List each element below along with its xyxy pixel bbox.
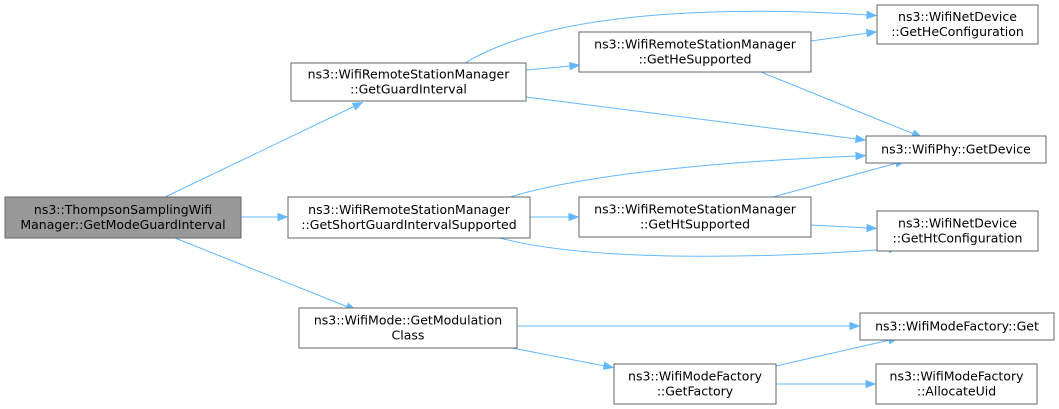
edge-getHtSupported-to-getDevice <box>772 159 907 198</box>
node-label-line: ::GetShortGuardIntervalSupported <box>301 217 516 232</box>
edge-root-to-getGuardInterval <box>164 101 364 198</box>
node-factoryGet[interactable]: ns3::WifiModeFactory::Get <box>859 312 1055 341</box>
edge-getModClass-to-getFactory <box>511 347 615 370</box>
edge-getHeSupported-to-getHeConfig <box>810 29 878 42</box>
node-label-line: ns3::WifiRemoteStationManager <box>594 37 797 52</box>
node-label-line: ns3::WifiRemoteStationManager <box>308 67 511 82</box>
edge-line <box>174 237 349 308</box>
edge-arrowhead <box>568 212 580 222</box>
node-getDevice[interactable]: ns3::WifiPhy::GetDevice <box>865 135 1047 164</box>
node-getHtConfig[interactable]: ns3::WifiNetDevice::GetHtConfiguration <box>876 210 1039 252</box>
node-getHeSupported[interactable]: ns3::WifiRemoteStationManager::GetHeSupp… <box>578 31 812 73</box>
node-getShortGI[interactable]: ns3::WifiRemoteStationManager::GetShortG… <box>287 196 531 239</box>
node-box[interactable] <box>613 363 777 405</box>
edge-line <box>760 71 915 135</box>
edge-getHtSupported-to-getHtConfig <box>810 223 878 233</box>
node-label-line: ns3::WifiNetDevice <box>898 9 1017 24</box>
edge-arrowhead <box>866 10 878 20</box>
edge-getFactory-to-factoryGet <box>775 336 900 367</box>
edge-getFactory-to-allocateUid <box>776 379 877 389</box>
edge-getGuardInterval-to-getDevice <box>525 96 867 144</box>
node-allocateUid[interactable]: ns3::WifiModeFactory::AllocateUid <box>875 363 1038 405</box>
node-label-line: ::GetHtSupported <box>640 217 750 232</box>
node-label-line: ns3::WifiPhy::GetDevice <box>881 142 1031 157</box>
edge-getGuardInterval-to-getHeConfig <box>464 10 878 64</box>
node-label-line: Class <box>392 328 425 343</box>
edge-root-to-getShortGI <box>241 212 289 222</box>
node-box[interactable] <box>287 196 531 239</box>
node-label-line: ::GetGuardInterval <box>350 82 467 97</box>
edge-arrowhead <box>569 61 581 71</box>
edge-line <box>810 32 869 42</box>
edge-getShortGI-to-getHtSupported <box>530 212 580 222</box>
node-label-line: ns3::WifiMode::GetModulation <box>314 313 502 328</box>
edge-line <box>499 237 891 257</box>
edge-line <box>525 96 858 140</box>
edge-arrowhead <box>849 321 861 331</box>
node-getGuardInterval[interactable]: ns3::WifiRemoteStationManager::GetGuardI… <box>290 62 527 102</box>
nodes-layer: ns3::ThompsonSamplingWifiManager::GetMod… <box>4 4 1055 405</box>
node-getHtSupported[interactable]: ns3::WifiRemoteStationManager::GetHtSupp… <box>578 196 812 238</box>
node-label-line: ::GetHeConfiguration <box>891 24 1024 39</box>
edge-line <box>509 155 858 198</box>
edge-line <box>772 162 898 198</box>
node-label-line: ns3::WifiModeFactory <box>628 369 763 384</box>
node-box[interactable] <box>578 31 812 73</box>
node-label-line: ::GetHeSupported <box>639 52 752 67</box>
edge-root-to-getModClass <box>174 237 357 311</box>
edges-layer <box>164 10 923 389</box>
edge-line <box>775 339 891 367</box>
node-label-line: ns3::WifiModeFactory::Get <box>875 319 1039 334</box>
node-root[interactable]: ns3::ThompsonSamplingWifiManager::GetMod… <box>4 196 242 239</box>
node-box[interactable] <box>875 363 1038 405</box>
edge-line <box>525 65 572 71</box>
edge-arrowhead <box>854 134 867 144</box>
edge-arrowhead <box>855 151 867 161</box>
edge-arrowhead <box>866 223 878 233</box>
node-box[interactable] <box>865 135 1047 164</box>
edge-getModClass-to-factoryGet <box>517 321 861 331</box>
edge-getHeSupported-to-getDevice <box>760 71 923 138</box>
node-box[interactable] <box>298 307 518 349</box>
edge-arrowhead <box>865 379 877 389</box>
node-label-line: ::AllocateUid <box>917 384 996 399</box>
edge-getShortGI-to-getDevice <box>509 151 867 198</box>
edge-getGuardInterval-to-getHeSupported <box>525 61 581 71</box>
edge-arrowhead <box>277 212 289 222</box>
node-getHeConfig[interactable]: ns3::WifiNetDevice::GetHeConfiguration <box>876 4 1039 45</box>
node-label-line: Manager::GetModeGuardInterval <box>20 217 225 232</box>
edge-line <box>511 347 606 367</box>
node-label-line: ::GetHtConfiguration <box>893 231 1023 246</box>
node-box[interactable] <box>876 4 1039 45</box>
node-label-line: ns3::WifiNetDevice <box>898 216 1017 231</box>
edge-arrowhead <box>602 361 615 370</box>
edge-line <box>464 10 869 64</box>
node-box[interactable] <box>859 312 1055 341</box>
edge-line <box>810 224 869 229</box>
node-label-line: ns3::WifiRemoteStationManager <box>594 202 797 217</box>
edge-getShortGI-to-getHtConfig <box>499 237 900 257</box>
edge-line <box>164 105 356 198</box>
node-label-line: ns3::ThompsonSamplingWifi <box>34 202 212 217</box>
edge-arrowhead <box>865 29 878 38</box>
node-box[interactable] <box>578 196 812 238</box>
node-box[interactable] <box>876 210 1039 252</box>
node-label-line: ::GetFactory <box>657 384 734 399</box>
node-label-line: ns3::WifiModeFactory <box>890 369 1025 384</box>
edge-arrowhead <box>351 101 364 111</box>
node-getFactory[interactable]: ns3::WifiModeFactory::GetFactory <box>613 363 777 405</box>
node-box[interactable] <box>290 62 527 102</box>
node-box[interactable] <box>4 196 242 239</box>
node-label-line: ns3::WifiRemoteStationManager <box>308 202 511 217</box>
